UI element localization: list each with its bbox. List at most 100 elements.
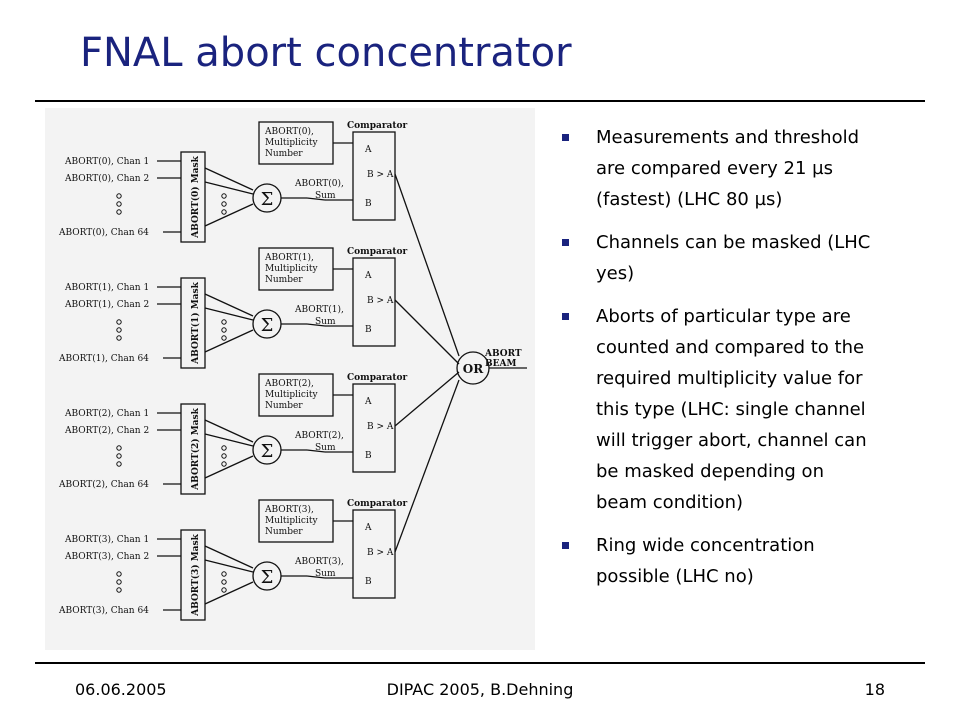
- sigma-symbol: Σ: [261, 567, 274, 588]
- comparator-box: [352, 509, 396, 599]
- comparator-input-b: B: [365, 577, 372, 587]
- ellipsis-dot: [221, 201, 227, 207]
- comparator-label: Comparator: [347, 373, 408, 383]
- or-gate-label: OR: [463, 362, 484, 376]
- mask-output-line: [204, 167, 254, 191]
- mask-label: ABORT(1) Mask: [190, 281, 201, 364]
- ellipsis-dot: [116, 445, 122, 451]
- bullet-text: Measurements and threshold are compared …: [596, 127, 860, 210]
- ellipsis-dot: [221, 327, 227, 333]
- ellipsis-dot: [116, 193, 122, 199]
- comparator-label: Comparator: [347, 121, 408, 131]
- ellipsis-dot: [221, 335, 227, 341]
- channel-2-label: ABORT(1), Chan 2: [64, 299, 149, 310]
- ellipsis-dot: [116, 209, 122, 215]
- comparator-label: Comparator: [347, 499, 408, 509]
- mask-output-line: [204, 293, 254, 317]
- bullet-text: Aborts of particular type are counted an…: [596, 306, 867, 513]
- mask-box: [180, 151, 206, 243]
- sum-label: ABORT(2),: [294, 430, 344, 441]
- ellipsis-dot: [116, 327, 122, 333]
- multiplicity-label: ABORT(1),: [264, 252, 314, 263]
- comparator-input-b: B: [365, 325, 372, 335]
- sum-output-line: [306, 197, 326, 201]
- diagram-canvas: ABORT(0), Chan 1 ABORT(0), Chan 2 ABORT(0)…: [58, 121, 527, 621]
- mask-box: [180, 403, 206, 495]
- ellipsis-dot: [116, 453, 122, 459]
- mask-output-line: [204, 455, 254, 479]
- comparator-output-line: [394, 371, 460, 427]
- comparator-condition: B > A: [367, 296, 394, 306]
- mask-output-line: [204, 581, 254, 605]
- sum-label: ABORT(1),: [294, 304, 344, 315]
- bullet-marker: [562, 542, 569, 549]
- channel-1-label: ABORT(0), Chan 1: [64, 156, 149, 167]
- bullet-marker: [562, 134, 569, 141]
- sum-label: ABORT(3),: [294, 556, 344, 567]
- comparator-output-line: [394, 299, 460, 365]
- ellipsis-dot: [116, 201, 122, 207]
- mask-output-line: [204, 307, 254, 321]
- bullet-text: Ring wide concentration possible (LHC no…: [596, 535, 815, 587]
- multiplicity-label: ABORT(3),: [264, 504, 314, 515]
- multiplicity-label: Multiplicity: [265, 138, 318, 148]
- bullet-marker: [562, 313, 569, 320]
- mask-output-line: [204, 433, 254, 447]
- multiplicity-label: Number: [265, 527, 303, 537]
- mask-label: ABORT(3) Mask: [190, 533, 201, 616]
- footer-conference: DIPAC 2005, B.Dehning: [386, 680, 574, 699]
- comparator-input-a: A: [364, 145, 372, 155]
- channel-64-label: ABORT(0), Chan 64: [58, 227, 149, 238]
- ellipsis-dot: [116, 461, 122, 467]
- abort-beam-label: ABORT: [484, 349, 522, 359]
- ellipsis-dot: [116, 587, 122, 593]
- comparator-condition: B > A: [367, 170, 394, 180]
- channel-2-label: ABORT(0), Chan 2: [64, 173, 149, 184]
- channel-1-label: ABORT(1), Chan 1: [64, 282, 149, 293]
- comparator-input-a: A: [364, 271, 372, 281]
- comparator-input-a: A: [364, 523, 372, 533]
- comparator-input-b: B: [365, 199, 372, 209]
- mask-box: [180, 277, 206, 369]
- ellipsis-dot: [221, 571, 227, 577]
- sum-output-line: [306, 323, 326, 327]
- bullet-item: Channels can be masked (LHC yes): [560, 227, 880, 289]
- sum-label: ABORT(0),: [294, 178, 344, 189]
- footer-page-number: 18: [864, 680, 885, 699]
- comparator-input-b: B: [365, 451, 372, 461]
- mask-label: ABORT(0) Mask: [190, 155, 201, 238]
- bullet-marker: [562, 239, 569, 246]
- ellipsis-dot: [221, 445, 227, 451]
- ellipsis-dot: [116, 319, 122, 325]
- comparator-condition: B > A: [367, 422, 394, 432]
- comparator-box: [352, 257, 396, 347]
- channel-64-label: ABORT(3), Chan 64: [58, 605, 149, 616]
- sum-label: Sum: [315, 443, 336, 453]
- mask-output-line: [204, 545, 254, 569]
- comparator-input-a: A: [364, 397, 372, 407]
- channel-64-label: ABORT(1), Chan 64: [58, 353, 149, 364]
- ellipsis-dot: [116, 571, 122, 577]
- bullet-item: Aborts of particular type are counted an…: [560, 301, 880, 518]
- multiplicity-label: ABORT(0),: [264, 126, 314, 137]
- multiplicity-label: ABORT(2),: [264, 378, 314, 389]
- mask-output-line: [204, 181, 254, 195]
- ellipsis-dot: [221, 579, 227, 585]
- multiplicity-label: Number: [265, 275, 303, 285]
- sum-output-line: [306, 575, 326, 579]
- mask-output-line: [204, 329, 254, 353]
- mask-output-line: [204, 203, 254, 227]
- ellipsis-dot: [221, 209, 227, 215]
- mask-box: [180, 529, 206, 621]
- ellipsis-dot: [221, 587, 227, 593]
- comparator-label: Comparator: [347, 247, 408, 257]
- channel-64-label: ABORT(2), Chan 64: [58, 479, 149, 490]
- ellipsis-dot: [221, 319, 227, 325]
- multiplicity-label: Multiplicity: [265, 390, 318, 400]
- sigma-symbol: Σ: [261, 315, 274, 336]
- comparator-output-line: [394, 379, 460, 553]
- bullet-item: Measurements and threshold are compared …: [560, 122, 880, 215]
- ellipsis-dot: [221, 453, 227, 459]
- multiplicity-label: Number: [265, 401, 303, 411]
- sum-label: Sum: [315, 191, 336, 201]
